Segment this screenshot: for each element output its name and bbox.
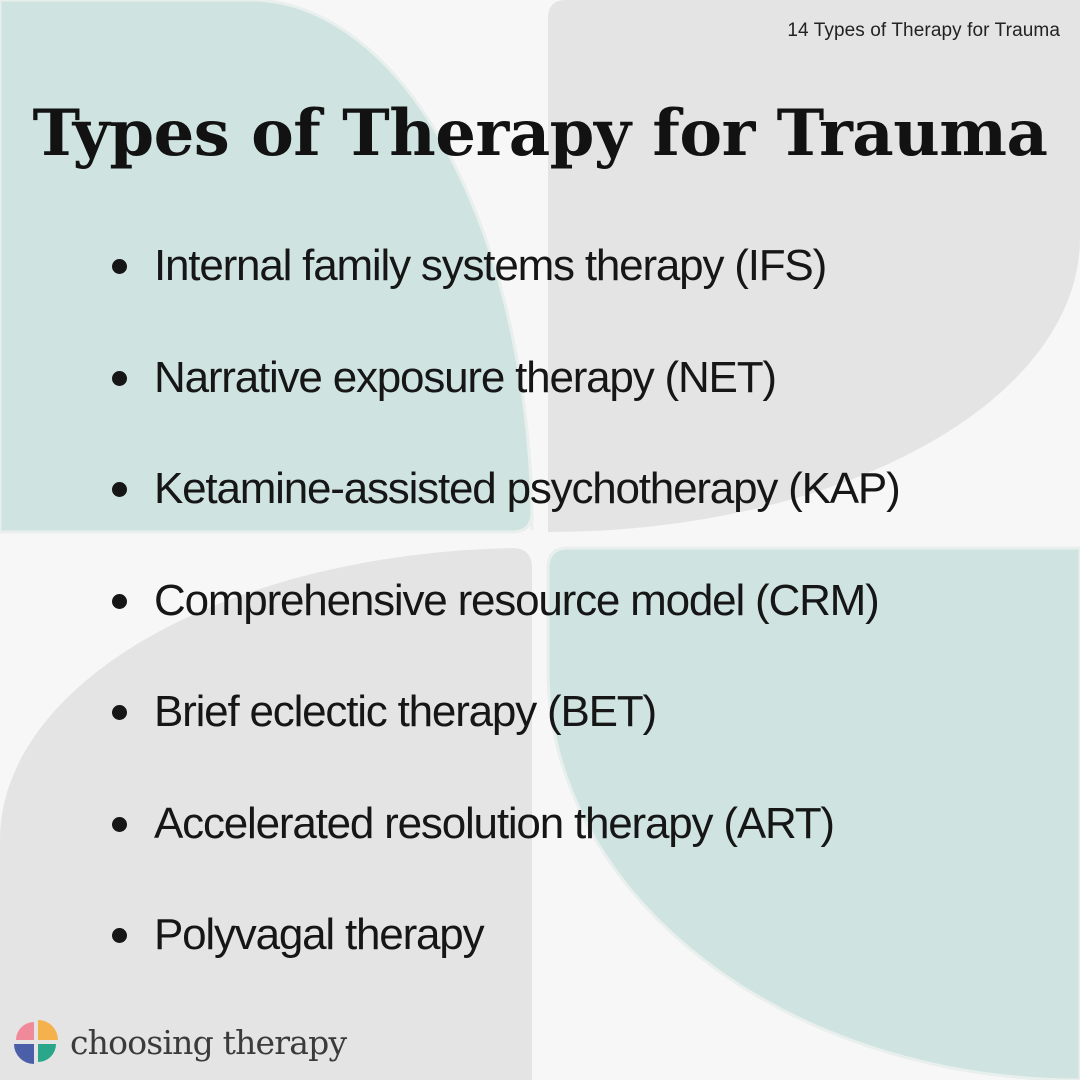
brand-logo: choosing therapy <box>12 1018 347 1066</box>
list-item: Narrative exposure therapy (NET) <box>112 350 900 462</box>
bg-shape-bottom-left <box>0 548 532 1080</box>
list-item-label: Ketamine-assisted psychotherapy (KAP) <box>154 464 901 513</box>
list-item-label: Comprehensive resource model (CRM) <box>154 575 880 625</box>
list-item-label: Narrative exposure therapy (NET) <box>154 352 777 402</box>
bullet-icon <box>112 482 127 497</box>
bg-shape-top-left <box>0 0 534 534</box>
list-item: Brief eclectic therapy (BET) <box>112 684 900 796</box>
list-item-label: Internal family systems therapy (IFS) <box>154 241 827 290</box>
bg-shape-top-right <box>548 0 1080 532</box>
choosing-therapy-logo-icon <box>14 1020 58 1064</box>
top-label: 14 Types of Therapy for Trauma <box>787 20 1060 41</box>
therapy-list: Internal family systems therapy (IFS) Na… <box>112 238 901 1019</box>
list-item: Internal family systems therapy (IFS) <box>112 238 900 350</box>
list-item-label: Accelerated resolution therapy (ART) <box>154 798 835 848</box>
bullet-icon <box>112 370 127 386</box>
list-item: Polyvagal therapy <box>112 907 900 1019</box>
list-item-label: Polyvagal therapy <box>154 910 485 959</box>
bullet-icon <box>112 259 127 274</box>
list-item: Comprehensive resource model (CRM) <box>112 573 900 685</box>
list-item: Accelerated resolution therapy (ART) <box>112 796 900 908</box>
bullet-icon <box>112 593 127 609</box>
brand-name: choosing therapy <box>70 1022 347 1062</box>
list-item: Ketamine-assisted psychotherapy (KAP) <box>112 461 901 573</box>
bullet-icon <box>112 928 127 943</box>
bullet-icon <box>112 705 127 720</box>
bullet-icon <box>112 816 127 832</box>
list-item-label: Brief eclectic therapy (BET) <box>154 687 657 736</box>
bg-shape-bottom-right <box>546 546 1080 1080</box>
page-title: Types of Therapy for Trauma <box>32 96 1048 171</box>
